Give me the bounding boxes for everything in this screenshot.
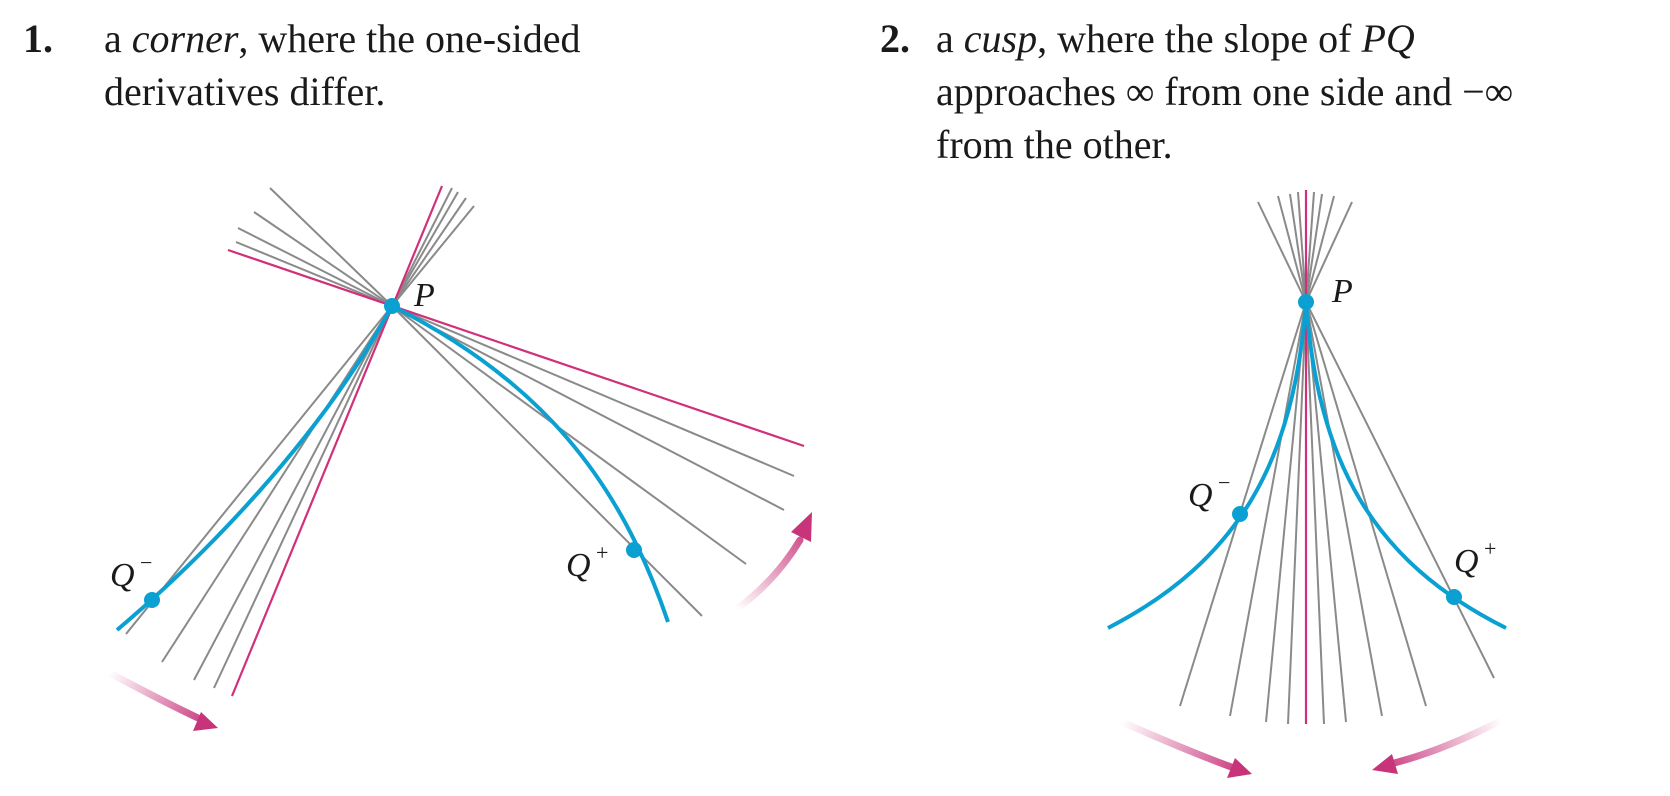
arrowhead-icon bbox=[1372, 754, 1398, 774]
text-fragment: , where the slope of bbox=[1037, 16, 1362, 61]
secant-lines-right bbox=[391, 305, 795, 617]
secant-line bbox=[391, 187, 453, 307]
secant-line bbox=[269, 187, 393, 307]
secant-line bbox=[161, 305, 393, 663]
emphasized-term: PQ bbox=[1361, 16, 1415, 61]
secant-line bbox=[1305, 195, 1335, 303]
secant-line bbox=[391, 305, 795, 477]
secant-lines-top bbox=[1257, 191, 1353, 303]
text-fragment: a bbox=[936, 16, 964, 61]
label-q-minus: Q bbox=[110, 557, 135, 594]
item-text-line-3: from the other. bbox=[936, 122, 1173, 167]
secant-line bbox=[237, 227, 393, 307]
secant-line bbox=[1305, 301, 1347, 723]
secant-line bbox=[1297, 191, 1307, 303]
superscript-plus: + bbox=[1484, 536, 1496, 561]
arrowhead-icon bbox=[193, 712, 218, 731]
secant-line bbox=[391, 305, 785, 511]
arrowhead-icon bbox=[1227, 758, 1252, 778]
secant-line bbox=[1257, 201, 1307, 303]
secant-line bbox=[213, 305, 393, 689]
curve-left-branch bbox=[115, 305, 394, 632]
label-q-minus: Q bbox=[1188, 477, 1213, 514]
corner-figure: P Q − Q + bbox=[104, 185, 812, 731]
secant-line bbox=[1287, 301, 1307, 725]
label-q-plus: Q bbox=[1454, 543, 1479, 580]
secant-line bbox=[391, 305, 747, 565]
rotation-arrow-shaft bbox=[734, 536, 804, 612]
curve-left-branch bbox=[1107, 301, 1308, 630]
superscript-minus: − bbox=[1218, 470, 1230, 495]
text-fragment: a bbox=[104, 16, 132, 61]
point-q-plus bbox=[1446, 589, 1462, 605]
left-tangent-line bbox=[230, 185, 444, 697]
secant-line bbox=[391, 197, 467, 307]
tangent-lines bbox=[227, 185, 805, 697]
secant-line bbox=[391, 205, 475, 307]
rotation-arrow-shaft bbox=[1118, 718, 1238, 772]
point-q-plus bbox=[626, 542, 642, 558]
item-text: a cusp, where the slope of PQ approaches… bbox=[936, 12, 1513, 171]
item-number: 2. bbox=[880, 16, 910, 61]
secant-line bbox=[1277, 195, 1307, 303]
secant-lines-upper bbox=[235, 187, 475, 307]
text-fragment: , where the one-sided bbox=[238, 16, 581, 61]
label-q-plus: Q bbox=[566, 547, 591, 584]
rotation-arrow-shaft bbox=[1386, 716, 1506, 768]
secant-lines-left bbox=[125, 305, 393, 689]
arrowhead-icon bbox=[791, 512, 812, 542]
point-p bbox=[1298, 294, 1314, 310]
secant-line bbox=[235, 241, 393, 307]
secant-line bbox=[253, 211, 393, 307]
secant-lines-bottom bbox=[1179, 301, 1495, 725]
label-p: P bbox=[413, 277, 435, 314]
item-text-line-1: a cusp, where the slope of PQ bbox=[936, 12, 1513, 65]
item-text-line-1: a corner, where the one-sided bbox=[104, 12, 581, 65]
secant-line bbox=[1305, 301, 1325, 725]
point-p bbox=[384, 298, 400, 314]
item-text: a corner, where the one-sided derivative… bbox=[104, 12, 581, 118]
point-q-minus bbox=[144, 592, 160, 608]
curve-right-branch bbox=[391, 304, 670, 623]
secant-line bbox=[1305, 193, 1323, 303]
emphasized-term: cusp bbox=[963, 16, 1038, 61]
point-q-minus bbox=[1232, 506, 1248, 522]
cusp-figure: P Q − Q + bbox=[1107, 190, 1507, 778]
secant-line bbox=[1229, 301, 1307, 717]
superscript-minus: − bbox=[140, 550, 152, 575]
secant-line bbox=[1305, 301, 1427, 707]
item-number: 1. bbox=[23, 16, 53, 61]
secant-line bbox=[391, 191, 459, 307]
item-text-line-2: derivatives differ. bbox=[104, 69, 386, 114]
secant-line bbox=[193, 305, 393, 681]
secant-line bbox=[1265, 301, 1307, 723]
secant-line bbox=[1305, 191, 1315, 303]
emphasized-term: corner bbox=[131, 16, 239, 61]
label-p: P bbox=[1331, 273, 1353, 310]
right-tangent-line bbox=[227, 248, 805, 448]
item-text-line-2: approaches ∞ from one side and −∞ bbox=[936, 69, 1514, 114]
superscript-plus: + bbox=[596, 540, 608, 565]
secant-line bbox=[391, 305, 703, 617]
secant-line bbox=[1305, 201, 1353, 303]
secant-line bbox=[1289, 193, 1307, 303]
rotation-arrow-shaft bbox=[104, 668, 202, 722]
secant-line bbox=[125, 305, 393, 635]
secant-line bbox=[1305, 301, 1383, 717]
secant-line bbox=[1305, 301, 1495, 679]
secant-line bbox=[1179, 301, 1307, 707]
